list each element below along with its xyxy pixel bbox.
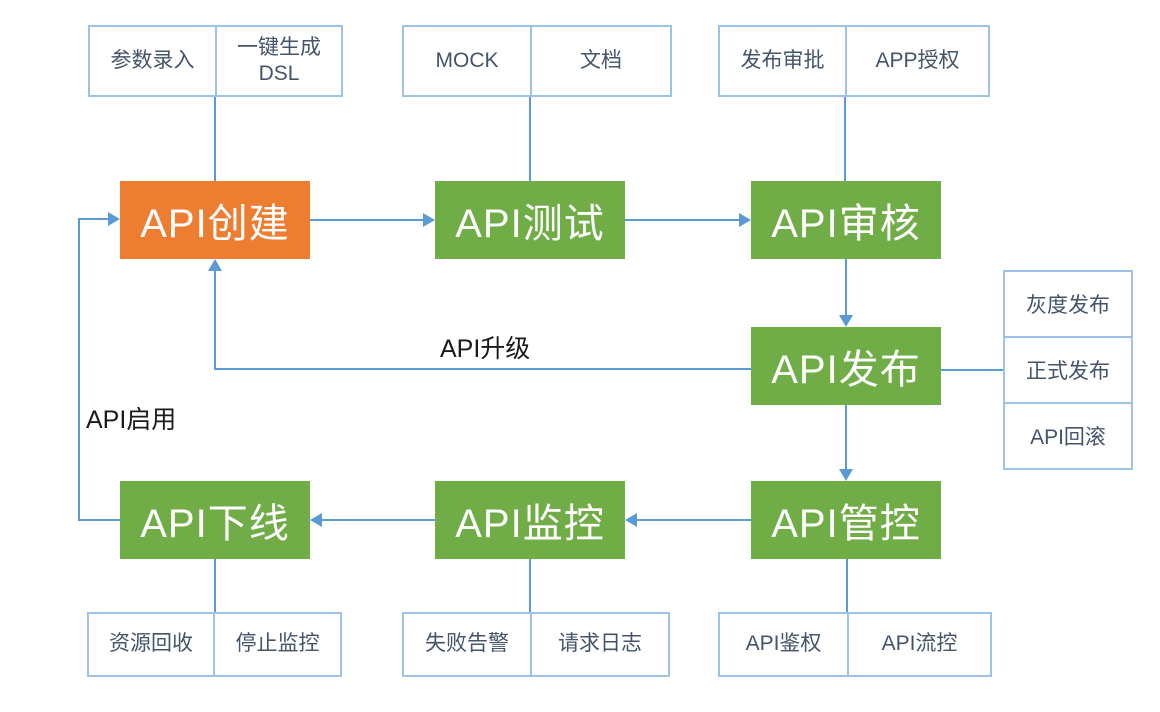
attachment-api-test: MOCK 文档 [402, 25, 672, 97]
attachment-api-offline: 资源回收 停止监控 [87, 612, 342, 677]
arrow-create-test [310, 219, 424, 221]
node-api-govern: API管控 [751, 481, 941, 559]
attachment-api-monitor: 失败告警 请求日志 [402, 612, 670, 677]
connector-offline-recycle [214, 559, 216, 612]
stack-item-gray-release: 灰度发布 [1026, 294, 1110, 317]
arrow-publish-govern [845, 405, 847, 469]
attachment-api-govern: API鉴权 API流控 [718, 612, 992, 677]
node-api-create: API创建 [120, 181, 310, 259]
edge-label-api-enable: API启用 [86, 406, 177, 434]
arrowhead-right-icon [108, 212, 120, 226]
arrow-govern-monitor [637, 519, 751, 521]
arrowhead-up-icon [208, 259, 222, 271]
arrow-upgrade-vertical [214, 271, 216, 369]
attachment-cell: 资源回收 [89, 614, 215, 675]
attachment-cell: API流控 [881, 632, 958, 656]
attachment-cell: 请求日志 [558, 632, 642, 656]
attachment-cell: APP授权 [875, 48, 960, 72]
arrow-test-review [625, 219, 740, 221]
attachment-cell: 参数录入 [90, 27, 217, 95]
node-api-offline: API下线 [120, 481, 310, 559]
attachment-cell: 发布审批 [720, 27, 847, 95]
arrow-enable-vertical [78, 218, 80, 521]
arrow-enable-bottom [78, 519, 120, 521]
connector-params-create [214, 97, 216, 181]
node-api-test: API测试 [435, 181, 625, 259]
attachment-cell: 失败告警 [404, 614, 532, 675]
arrowhead-down-icon [839, 315, 853, 327]
stack-item-formal-release: 正式发布 [1005, 336, 1131, 402]
attachment-cell: 停止监控 [235, 632, 320, 656]
arrow-monitor-offline [322, 519, 435, 521]
arrowhead-left-icon [310, 513, 322, 527]
stack-item-api-rollback: API回滚 [1005, 402, 1131, 468]
arrowhead-down-icon [839, 469, 853, 481]
arrow-upgrade-horizontal [214, 368, 751, 370]
connector-govern-auth [846, 559, 848, 612]
attachment-cell: 文档 [580, 48, 622, 72]
arrowhead-right-icon [739, 213, 751, 227]
attachment-api-create: 参数录入 一键生成 DSL [88, 25, 343, 97]
arrowhead-right-icon [423, 213, 435, 227]
arrow-review-publish [845, 259, 847, 316]
connector-mock-test [529, 97, 531, 181]
attachment-cell: MOCK [404, 27, 532, 95]
connector-publish-stack [941, 369, 1003, 371]
connector-approve-review [844, 97, 846, 181]
arrowhead-left-icon [625, 513, 637, 527]
publish-options-stack: 灰度发布 正式发布 API回滚 [1003, 270, 1133, 470]
node-api-review: API审核 [751, 181, 941, 259]
attachment-cell: 一键生成 DSL [237, 35, 321, 85]
edge-label-api-upgrade: API升级 [440, 335, 531, 363]
node-api-monitor: API监控 [435, 481, 625, 559]
arrow-enable-top [78, 218, 108, 220]
connector-monitor-alert [529, 559, 531, 612]
node-api-publish: API发布 [751, 327, 941, 405]
attachment-cell: API鉴权 [720, 614, 849, 675]
attachment-api-review: 发布审批 APP授权 [718, 25, 990, 97]
